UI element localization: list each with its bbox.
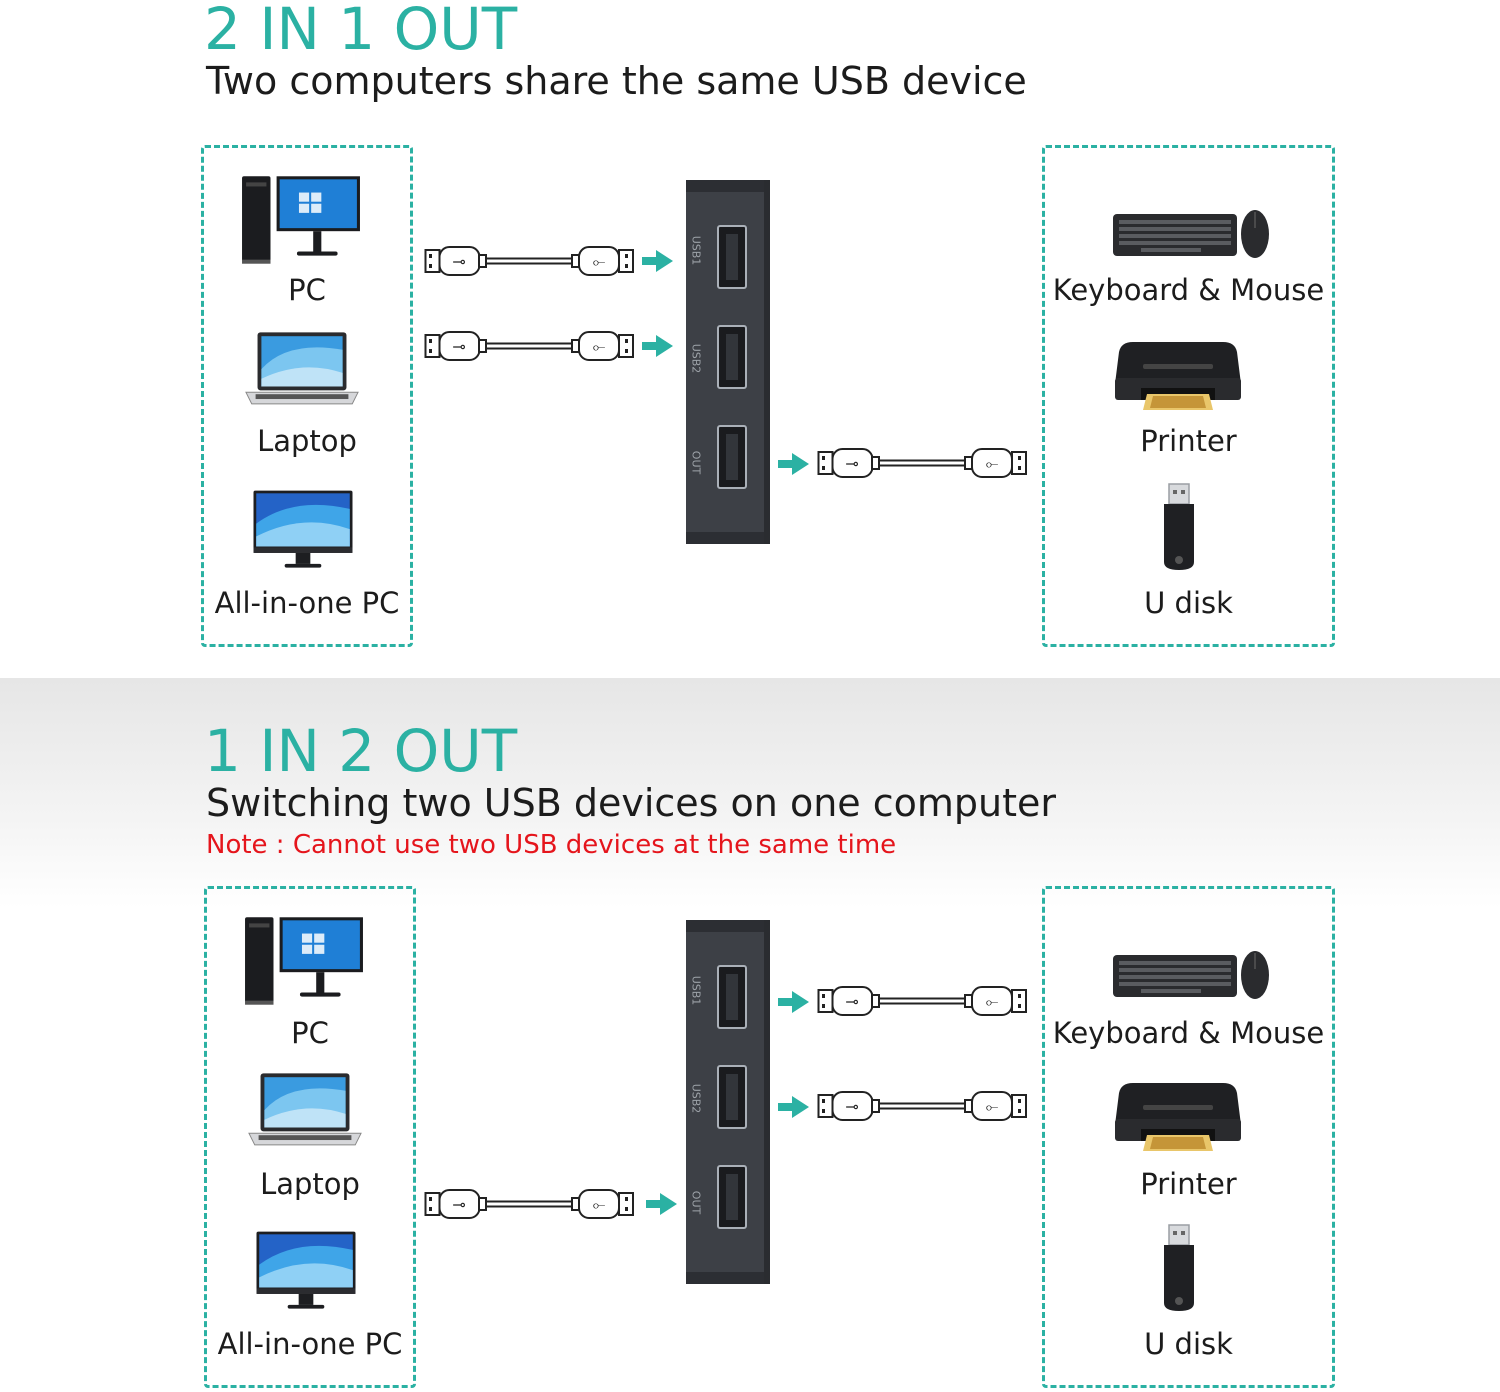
section-subtitle: Two computers share the same USB device	[206, 59, 1027, 103]
usb-cable-icon	[424, 329, 639, 363]
all-in-one-pc-icon	[248, 486, 358, 574]
usb-cable-icon	[817, 984, 1032, 1018]
usb-switch-box: USB1 USB2 OUT	[686, 920, 772, 1284]
device-label-printer: Printer	[1140, 1167, 1237, 1201]
usb-devices-box: Keyboard & Mouse Printer U disk	[1042, 886, 1335, 1388]
pc-icon	[243, 915, 365, 1007]
section-2-in-1-out: 2 IN 1 OUT Two computers share the same …	[0, 0, 1500, 678]
laptop-icon	[244, 330, 360, 412]
device-label-keyboard-mouse: Keyboard & Mouse	[1052, 273, 1325, 307]
usb-cable-icon	[817, 446, 1032, 480]
arrow-right-icon	[642, 334, 674, 358]
usb-flash-drive-icon	[1159, 482, 1199, 572]
arrow-right-icon	[778, 452, 810, 476]
device-label-laptop: Laptop	[260, 1167, 360, 1201]
device-label-u-disk: U disk	[1144, 1327, 1233, 1361]
usb-devices-box: Keyboard & Mouse Printer U disk	[1042, 145, 1335, 647]
note-text: Note : Cannot use two USB devices at the…	[206, 830, 897, 860]
arrow-right-icon	[642, 249, 674, 273]
port-label-out: OUT	[689, 1190, 703, 1215]
section-1-in-2-out: 1 IN 2 OUT Switching two USB devices on …	[0, 678, 1500, 1392]
port-label-usb1: USB1	[689, 975, 703, 1006]
computers-box: PC Laptop All-in-one PC	[201, 145, 413, 647]
all-in-one-pc-icon	[251, 1227, 361, 1315]
port-label-usb2: USB2	[689, 1083, 703, 1114]
usb-flash-drive-icon	[1159, 1223, 1199, 1313]
arrow-right-icon	[778, 1095, 810, 1119]
pc-icon	[240, 174, 362, 266]
usb-switch-box: USB1 USB2 OUT	[686, 180, 772, 544]
port-label-usb2: USB2	[689, 343, 703, 374]
section-heading: 2 IN 1 OUT	[204, 0, 518, 63]
laptop-icon	[247, 1071, 363, 1153]
computers-box: PC Laptop All-in-one PC	[204, 886, 416, 1388]
usb-cable-icon	[424, 1187, 639, 1221]
keyboard-mouse-icon	[1111, 947, 1271, 1003]
port-label-out: OUT	[689, 450, 703, 475]
keyboard-mouse-icon	[1111, 206, 1271, 262]
arrow-right-icon	[646, 1192, 678, 1216]
device-label-keyboard-mouse: Keyboard & Mouse	[1052, 1016, 1325, 1050]
device-label-pc: PC	[288, 273, 326, 307]
printer-icon	[1113, 1079, 1243, 1155]
usb-cable-icon	[817, 1089, 1032, 1123]
section-heading: 1 IN 2 OUT	[204, 717, 518, 785]
section-subtitle: Switching two USB devices on one compute…	[206, 781, 1057, 825]
device-label-all-in-one-pc: All-in-one PC	[214, 586, 400, 620]
device-label-all-in-one-pc: All-in-one PC	[217, 1327, 403, 1361]
device-label-u-disk: U disk	[1144, 586, 1233, 620]
printer-icon	[1113, 338, 1243, 414]
usb-cable-icon	[424, 244, 639, 278]
port-label-usb1: USB1	[689, 235, 703, 266]
device-label-pc: PC	[291, 1016, 329, 1050]
device-label-laptop: Laptop	[257, 424, 357, 458]
arrow-right-icon	[778, 990, 810, 1014]
device-label-printer: Printer	[1140, 424, 1237, 458]
